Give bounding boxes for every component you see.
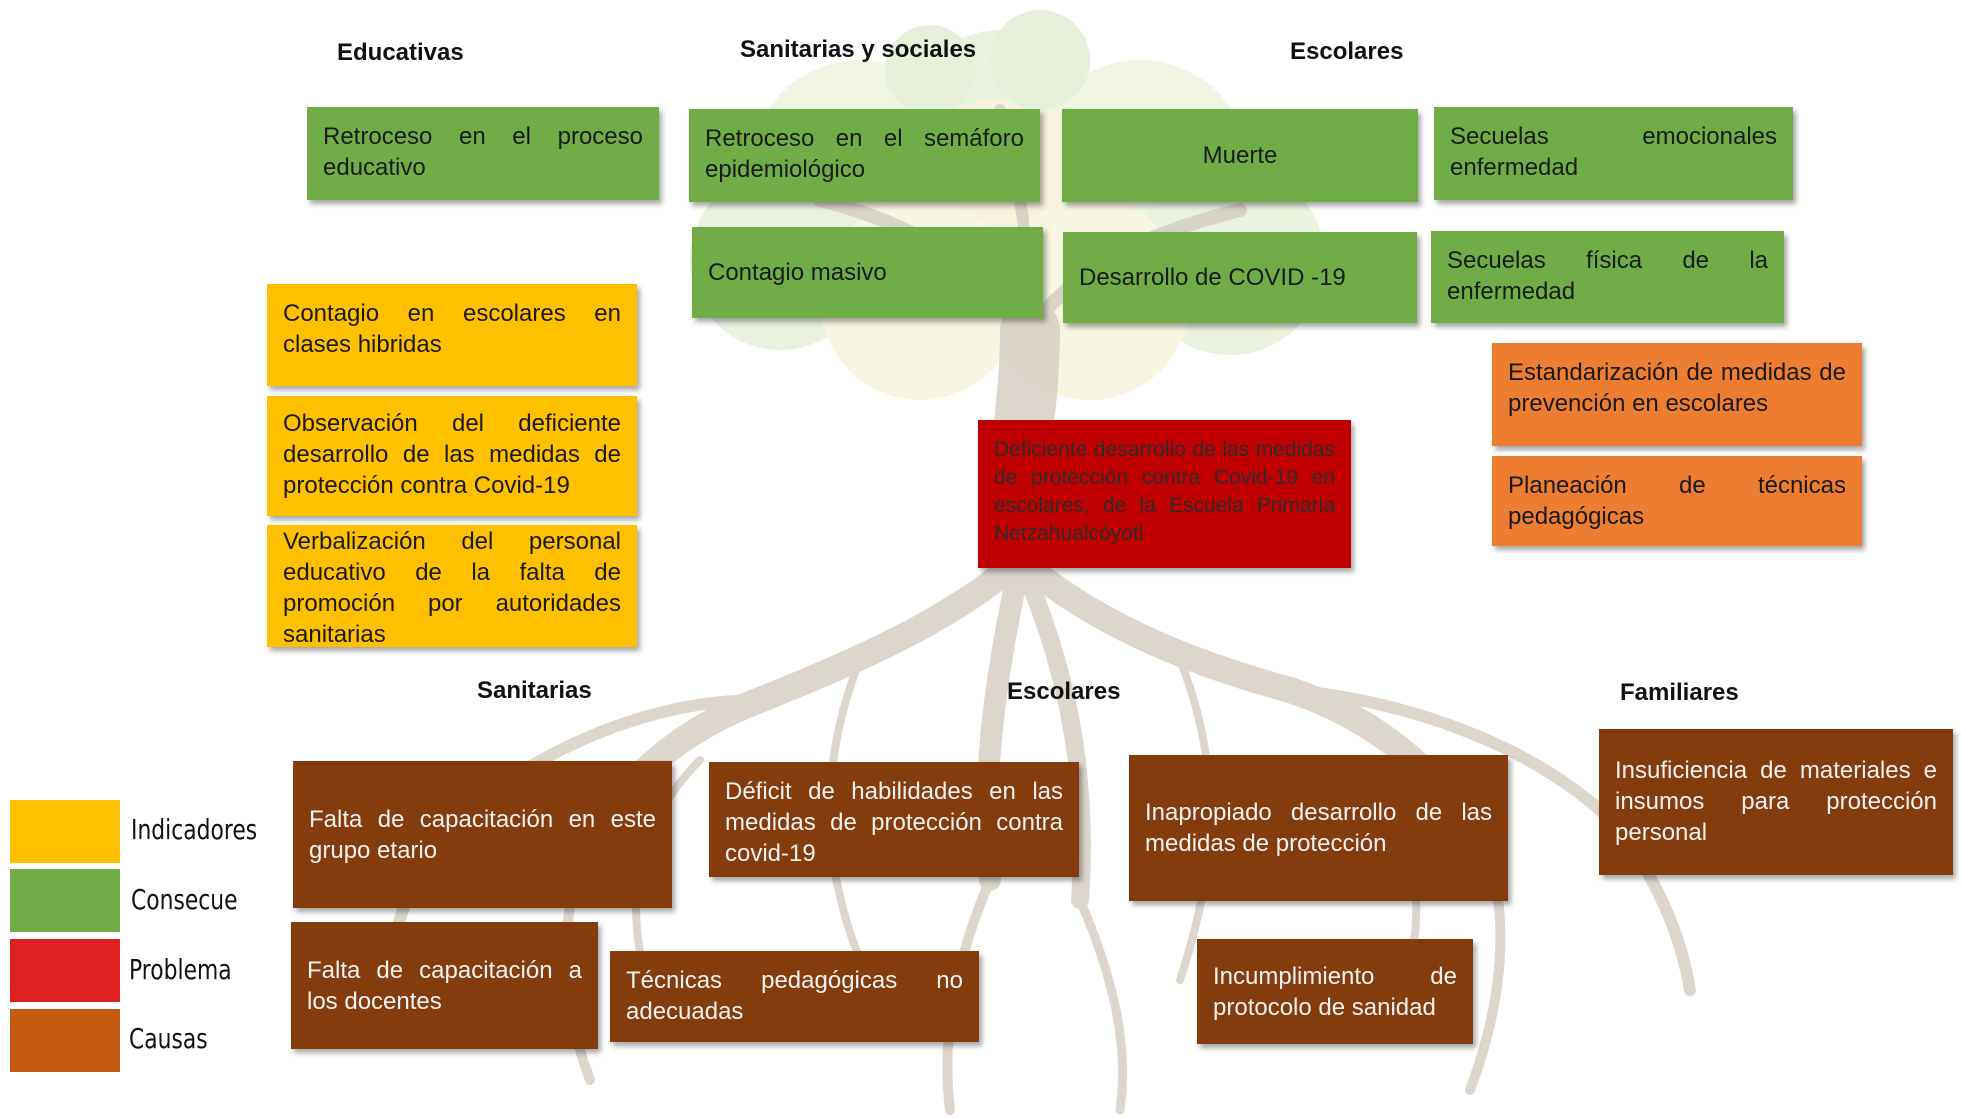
heading-escolares-top: Escolares bbox=[1290, 38, 1404, 65]
box-falta-capacitacion-docentes: Falta de capacitación a los docentes bbox=[291, 922, 598, 1049]
box-contagio-escolares: Contagio en escolares en clases hibridas bbox=[267, 284, 637, 386]
box-verbalizacion: Verbalización del personal educativo de … bbox=[267, 525, 637, 648]
box-incumplimiento-protocolo: Incumplimiento de protocolo de sanidad bbox=[1197, 939, 1473, 1044]
box-observacion: Observación del deficiente desarrollo de… bbox=[267, 396, 637, 516]
box-problema: Deficiente desarrollo de las medidas de … bbox=[978, 420, 1351, 568]
legend-label-consecuencia: Consecuencia bbox=[131, 883, 238, 916]
legend-swatch-causas bbox=[10, 1009, 120, 1072]
legend-label-indicadores: Indicadores bbox=[131, 813, 258, 846]
heading-sanitarias: Sanitarias bbox=[477, 677, 592, 704]
box-planeacion: Planeación de técnicas pedagógicas bbox=[1492, 456, 1862, 546]
box-inapropiado-desarrollo: Inapropiado desarrollo de las medidas de… bbox=[1129, 755, 1508, 901]
box-secuelas-fisica: Secuelas física de la enfermedad bbox=[1431, 231, 1784, 323]
heading-escolares-bottom: Escolares bbox=[1007, 678, 1121, 705]
legend-swatch-problema bbox=[10, 939, 120, 1002]
box-deficit-habilidades: Déficit de habilidades en las medidas de… bbox=[709, 762, 1079, 877]
heading-sanitarias-sociales: Sanitarias y sociales bbox=[740, 36, 977, 63]
heading-educativas: Educativas bbox=[337, 39, 464, 66]
legend-label-problema: Problema bbox=[129, 953, 232, 986]
legend-label-causas: Causas bbox=[129, 1022, 208, 1055]
heading-familiares: Familiares bbox=[1620, 679, 1739, 706]
box-falta-capacitacion-grupo: Falta de capacitación en este grupo etar… bbox=[293, 761, 672, 908]
box-retroceso-semaforo: Retroceso en el semáforo epidemiológico bbox=[689, 109, 1040, 202]
box-tecnicas-no-adecuadas: Técnicas pedagógicas no adecuadas bbox=[610, 951, 979, 1042]
box-retroceso-educativo: Retroceso en el proceso educativo bbox=[307, 107, 659, 200]
box-insuficiencia-materiales: Insuficiencia de materiales e insumos pa… bbox=[1599, 729, 1953, 875]
legend-swatch-consecuencia bbox=[10, 869, 120, 932]
box-secuelas-emocionales: Secuelas emocionales enfermedad bbox=[1434, 107, 1793, 200]
box-contagio-masivo: Contagio masivo bbox=[692, 227, 1043, 318]
box-desarrollo-covid: Desarrollo de COVID -19 bbox=[1063, 232, 1417, 323]
legend-swatch-indicadores bbox=[10, 800, 120, 863]
box-estandarizacion: Estandarización de medidas de prevención… bbox=[1492, 343, 1862, 446]
box-muerte: Muerte bbox=[1062, 109, 1418, 202]
